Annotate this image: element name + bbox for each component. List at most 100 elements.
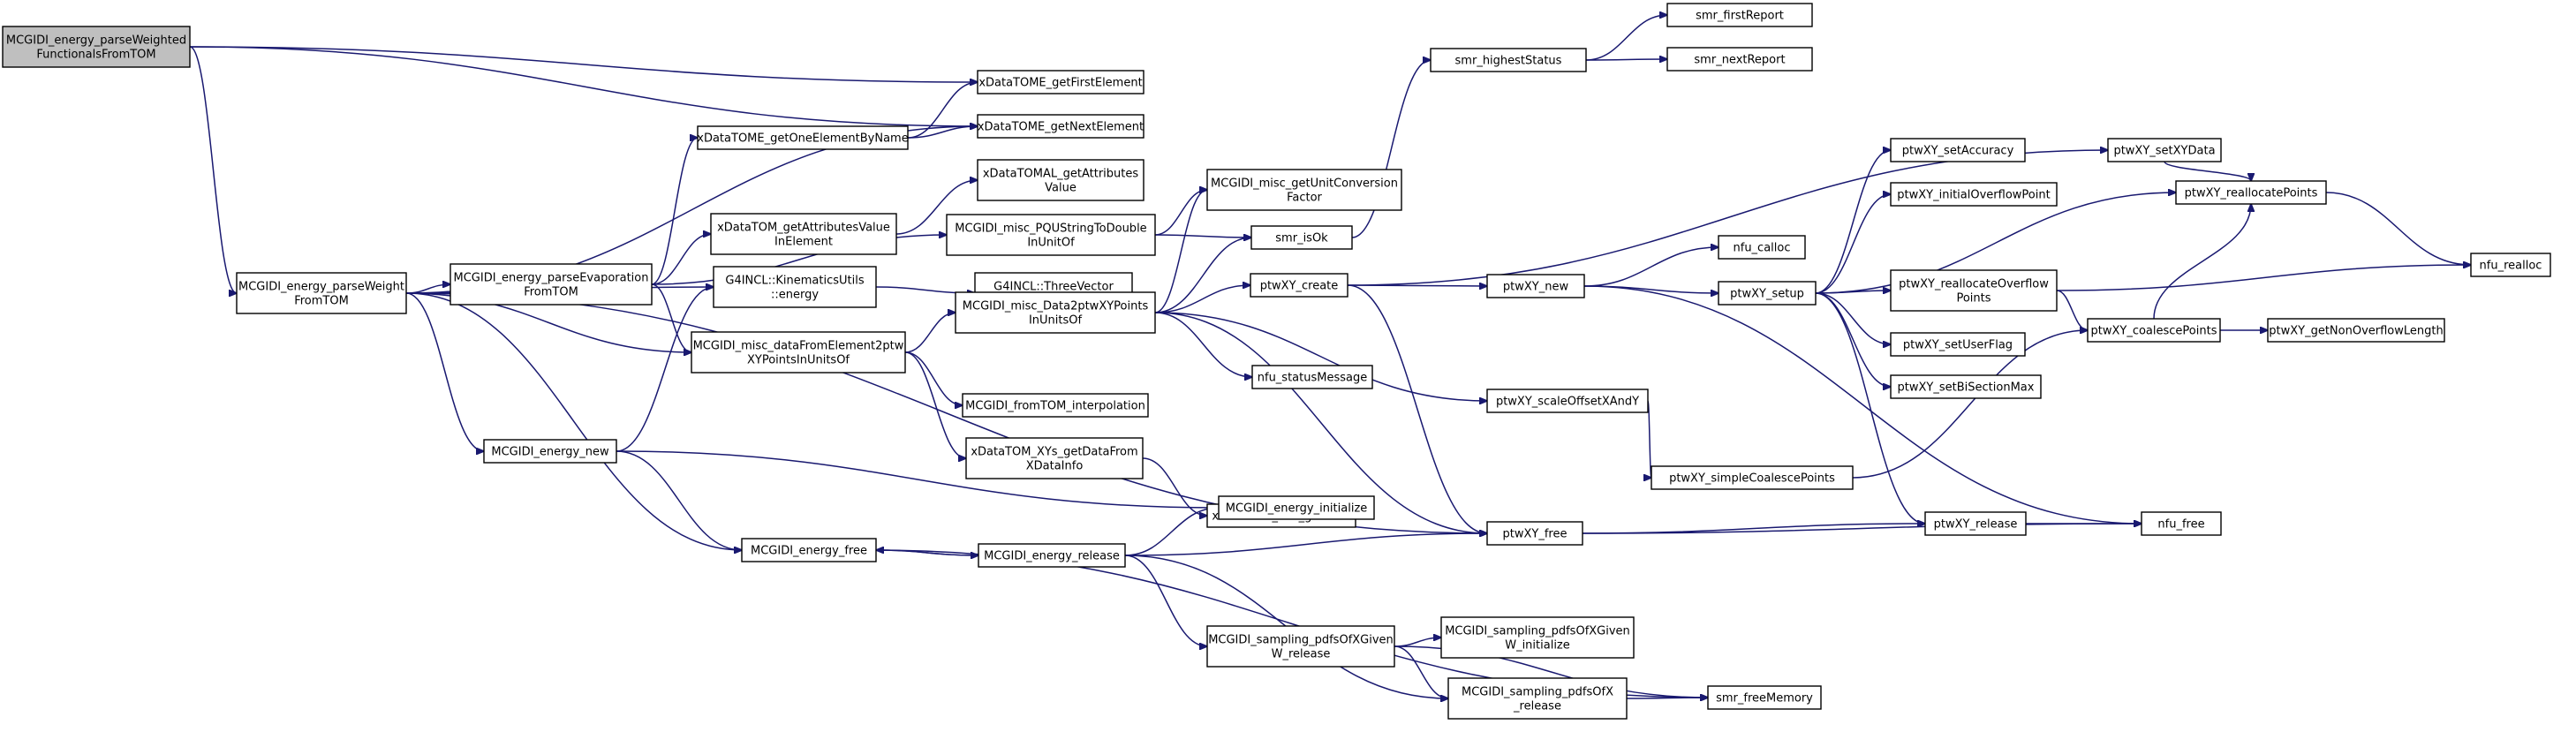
node-box — [1890, 332, 2026, 357]
node-ptwxy-release[interactable]: ptwXY_release — [1924, 511, 2027, 536]
node-label: nfu_realloc — [2480, 260, 2542, 273]
node-xdatatome-getoneelementbyname[interactable]: xDataTOME_getOneElementByName — [697, 125, 909, 150]
node-xdatatome-getfirstelement[interactable]: xDataTOME_getFirstElement — [977, 70, 1144, 94]
node-mcgidi-fromtom-interpolation[interactable]: MCGIDI_fromTOM_interpolation — [962, 393, 1149, 418]
edge-pqu-to-unitConv — [1154, 190, 1207, 236]
node-box — [1447, 677, 1628, 720]
node-nfu-statusmessage[interactable]: nfu_statusMessage — [1251, 365, 1373, 389]
node-label: xDataTOM_XYs_getDataFrom — [971, 446, 1137, 459]
node-box — [962, 393, 1149, 418]
node-label: G4INCL::ThreeVector — [993, 281, 1114, 294]
node-nfu-realloc[interactable]: nfu_realloc — [2470, 253, 2551, 277]
edge-data2ptw-to-smrIsOk — [1154, 238, 1251, 313]
node-xdatatome-getnextelement[interactable]: xDataTOME_getNextElement — [977, 114, 1144, 139]
edge-xysGetDataFrom-to-xysGetData — [1142, 457, 1207, 516]
node-smr-nextreport[interactable]: smr_nextReport — [1666, 47, 1813, 72]
node-label: MCGIDI_misc_getUnitConversion — [1211, 177, 1398, 191]
edge-ptwCoal-to-ptwRealloc — [2153, 204, 2251, 320]
node-box — [1206, 625, 1395, 668]
node-label: MCGIDI_energy_release — [984, 550, 1120, 563]
node-nfu-free[interactable]: nfu_free — [2141, 511, 2222, 536]
node-label: MCGIDI_energy_parseWeighted — [6, 34, 186, 48]
edge-parseEvap-to-dataFromEl — [651, 283, 691, 352]
node-ptwxy-setuserflag[interactable]: ptwXY_setUserFlag — [1890, 332, 2026, 357]
edge-ptwReallocOver-to-ptwCoal — [2056, 290, 2088, 330]
node-label: ptwXY_setXYData — [2113, 145, 2215, 158]
node-box — [1890, 138, 2026, 162]
edge-ptwCreate-to-ptwFree — [1347, 284, 1487, 533]
node-label: smr_freeMemory — [1716, 692, 1813, 706]
node-ptwxy-new[interactable]: ptwXY_new — [1486, 274, 1585, 298]
node-ptwxy-initialoverflowpoint[interactable]: ptwXY_initialOverflowPoint — [1890, 182, 2058, 207]
node-mcgidi-energy-release[interactable]: MCGIDI_energy_release — [978, 543, 1126, 568]
node-label: MCGIDI_fromTOM_interpolation — [965, 400, 1145, 413]
node-mcgidi-misc-datafromelement2ptwxypointsinunitsof[interactable]: MCGIDI_misc_dataFromElement2ptwXYPointsI… — [691, 331, 906, 374]
node-box — [2267, 318, 2445, 343]
node-ptwxy-coalescepoints[interactable]: ptwXY_coalescePoints — [2087, 318, 2221, 343]
edge-energyNew-to-energyFree — [616, 450, 742, 550]
node-smr-higheststatus[interactable]: smr_highestStatus — [1430, 48, 1587, 72]
node-ptwxy-setxydata[interactable]: ptwXY_setXYData — [2107, 138, 2222, 162]
node-box — [697, 125, 909, 150]
node-mcgidi-sampling-pdfsofx-release[interactable]: MCGIDI_sampling_pdfsOfX_release — [1447, 677, 1628, 720]
node-smr-isok[interactable]: smr_isOk — [1250, 225, 1353, 250]
node-mcgidi-energy-new[interactable]: MCGIDI_energy_new — [483, 439, 617, 464]
edge-dataFromEl-to-xysGetDataFrom — [904, 351, 966, 458]
node-ptwxy-setaccuracy[interactable]: ptwXY_setAccuracy — [1890, 138, 2026, 162]
node-box — [1440, 616, 1635, 659]
node-label: ptwXY_new — [1503, 281, 1569, 294]
node-smr-freememory[interactable]: smr_freeMemory — [1707, 685, 1822, 710]
node-label: ptwXY_reallocatePoints — [2185, 187, 2318, 200]
node-box — [1666, 47, 1813, 72]
node-label: MCGIDI_energy_parseEvaporation — [454, 272, 649, 285]
node-xdatatomal-getattributesvalue[interactable]: xDataTOMAL_getAttributesValue — [977, 159, 1144, 201]
node-ptwxy-getnonoverflowlength[interactable]: ptwXY_getNonOverflowLength — [2267, 318, 2445, 343]
node-box — [713, 266, 877, 308]
node-root[interactable]: MCGIDI_energy_parseWeightedFunctionalsFr… — [2, 26, 191, 68]
node-ptwxy-reallocatepoints[interactable]: ptwXY_reallocatePoints — [2175, 180, 2327, 205]
node-ptwxy-create[interactable]: ptwXY_create — [1250, 273, 1348, 298]
node-ptwxy-setup[interactable]: ptwXY_setup — [1718, 281, 1817, 306]
node-smr-firstreport[interactable]: smr_firstReport — [1666, 3, 1813, 27]
node-mcgidi-energy-initialize[interactable]: MCGIDI_energy_initialize — [1218, 495, 1375, 520]
edge-smrIsOk-to-smrHigh — [1351, 60, 1431, 238]
edge-ptwSetup-to-ptwBiSection — [1815, 292, 1891, 387]
node-ptwxy-scaleoffsetxandy[interactable]: ptwXY_scaleOffsetXAndY — [1486, 389, 1649, 413]
edge-parseEvap-to-pqu — [651, 235, 947, 285]
node-label: MCGIDI_energy_new — [491, 446, 609, 459]
edge-energyRelease-to-energyFree — [876, 550, 979, 556]
node-label: MCGIDI_sampling_pdfsOfXGiven — [1208, 634, 1394, 647]
edge-ptwRealloc-to-nfuRealloc — [2325, 192, 2471, 265]
edge-data2ptw-to-ptwFree — [1154, 312, 1487, 533]
node-box — [2, 26, 191, 68]
node-nfu-calloc[interactable]: nfu_calloc — [1718, 235, 1806, 260]
node-ptwxy-setbisectionmax[interactable]: ptwXY_setBiSectionMax — [1890, 374, 2042, 399]
edge-pqu-to-smrIsOk — [1154, 235, 1251, 238]
node-label: MCGIDI_misc_dataFromElement2ptw — [693, 340, 904, 353]
node-ptwxy-simplecoalescepoints[interactable]: ptwXY_simpleCoalescePoints — [1651, 465, 1854, 490]
edge-parseEvap-to-oneEl — [651, 138, 698, 285]
node-g4incl-kinematicsutils-energy[interactable]: G4INCL::KinematicsUtils::energy — [713, 266, 877, 308]
node-mcgidi-energy-free[interactable]: MCGIDI_energy_free — [741, 538, 877, 562]
node-box — [1430, 48, 1587, 72]
node-label: ptwXY_setAccuracy — [1902, 145, 2014, 158]
node-label: ptwXY_reallocateOverflow — [1899, 278, 2049, 291]
node-box — [2141, 511, 2222, 536]
node-box — [1718, 281, 1817, 306]
edge-energyRelease-to-samplingRel — [1124, 555, 1207, 646]
node-ptwxy-free[interactable]: ptwXY_free — [1486, 521, 1583, 546]
edge-parseWeight-to-energyNew — [405, 292, 484, 451]
edge-ptwReallocOver-to-nfuRealloc — [2056, 265, 2471, 291]
node-label: FromTOM — [294, 295, 349, 308]
node-box — [2175, 180, 2327, 205]
